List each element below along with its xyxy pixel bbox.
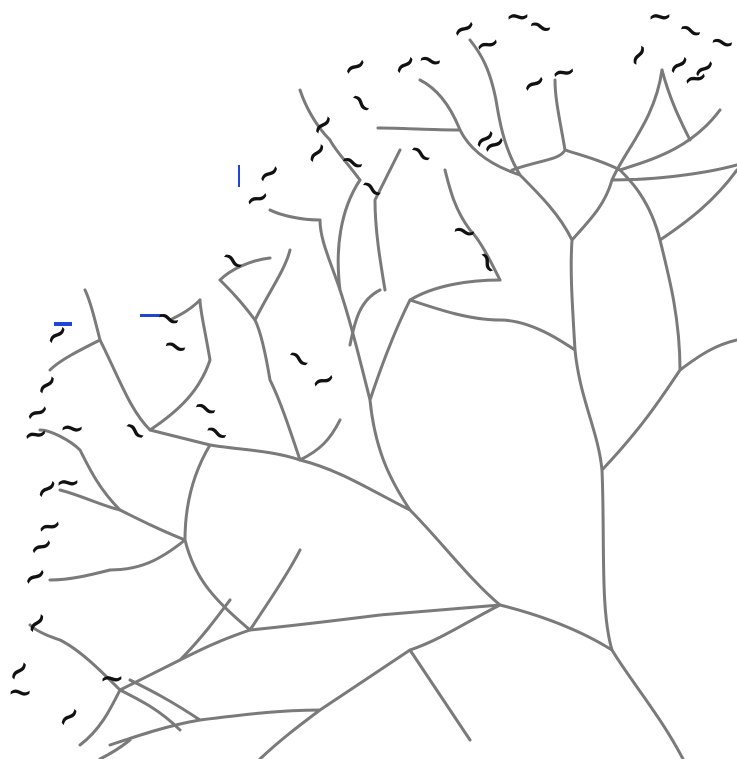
- leaf-icon: ~: [58, 410, 86, 447]
- leaf-icon: ~: [99, 661, 124, 696]
- leaf-icon: ~: [55, 465, 80, 500]
- leaf-icon: ~: [6, 674, 34, 711]
- blue-artifact: [238, 165, 240, 187]
- leaf-icon: ~: [647, 0, 672, 34]
